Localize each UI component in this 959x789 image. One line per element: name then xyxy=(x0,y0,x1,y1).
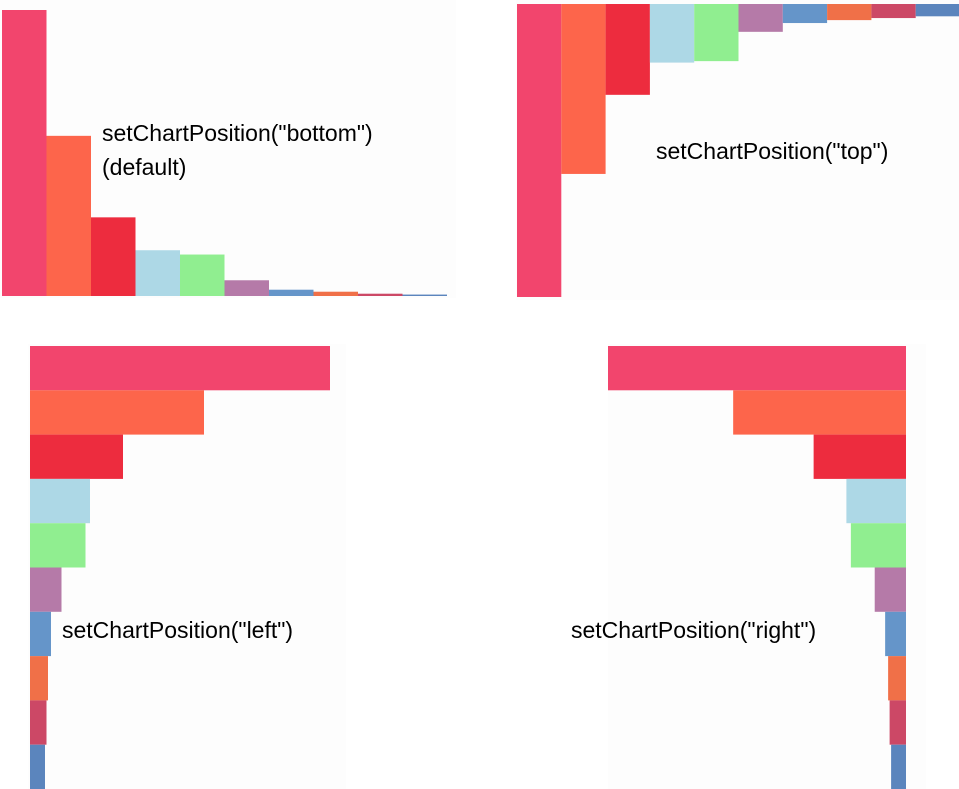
bar-left-3 xyxy=(30,434,123,479)
bar-left-6 xyxy=(30,567,62,612)
bar-left-8 xyxy=(30,656,48,701)
bar-bottom-4 xyxy=(135,250,180,296)
bar-bottom-7 xyxy=(269,289,314,296)
bar-left-4 xyxy=(30,478,90,524)
bar-top-4 xyxy=(649,4,695,63)
bar-top-8 xyxy=(827,4,872,21)
chart-panel-right xyxy=(608,344,926,789)
bar-chart-top xyxy=(517,4,959,297)
bar-bottom-8 xyxy=(313,291,358,296)
bar-left-9 xyxy=(30,700,47,745)
bar-right-2 xyxy=(733,390,906,435)
caption-bottom: setChartPosition("bottom") xyxy=(102,120,373,146)
bar-right-3 xyxy=(813,434,906,479)
bar-top-5 xyxy=(694,4,739,62)
bar-top-7 xyxy=(782,4,828,24)
bar-top-9 xyxy=(871,4,916,19)
bar-right-1 xyxy=(608,346,906,391)
bar-left-5 xyxy=(30,523,86,568)
bar-left-7 xyxy=(30,611,51,657)
caption-right: setChartPosition("right") xyxy=(571,617,817,643)
bar-right-9 xyxy=(889,700,906,745)
bar-top-3 xyxy=(605,4,650,95)
caption-top: setChartPosition("top") xyxy=(656,138,889,164)
bar-top-1 xyxy=(517,4,562,297)
bar-top-6 xyxy=(738,4,783,32)
bar-bottom-9 xyxy=(358,293,403,296)
caption-bottom-default: (default) xyxy=(102,154,187,180)
bar-right-4 xyxy=(846,478,906,524)
bar-left-1 xyxy=(30,346,330,391)
chart-panel-top xyxy=(516,0,959,300)
bar-right-5 xyxy=(850,523,906,568)
chart-panel-bottom xyxy=(0,0,456,298)
bar-right-7 xyxy=(885,611,906,657)
bar-bottom-10 xyxy=(402,294,447,296)
caption-left: setChartPosition("left") xyxy=(62,617,294,643)
bar-chart-right xyxy=(608,346,906,789)
bar-bottom-6 xyxy=(224,280,269,296)
bar-bottom-3 xyxy=(91,217,136,296)
bar-right-8 xyxy=(888,656,906,701)
bar-left-10 xyxy=(30,744,45,789)
bar-right-10 xyxy=(891,744,906,789)
bar-chart-bottom xyxy=(2,10,447,296)
chart-panel-left xyxy=(28,344,346,789)
bar-bottom-5 xyxy=(180,254,225,296)
bar-right-6 xyxy=(874,567,906,612)
bar-bottom-1 xyxy=(2,10,47,296)
bar-bottom-2 xyxy=(46,135,91,296)
bar-top-10 xyxy=(915,4,959,17)
bar-top-2 xyxy=(561,4,606,174)
bar-chart-left xyxy=(30,346,330,789)
bar-left-2 xyxy=(30,390,204,435)
